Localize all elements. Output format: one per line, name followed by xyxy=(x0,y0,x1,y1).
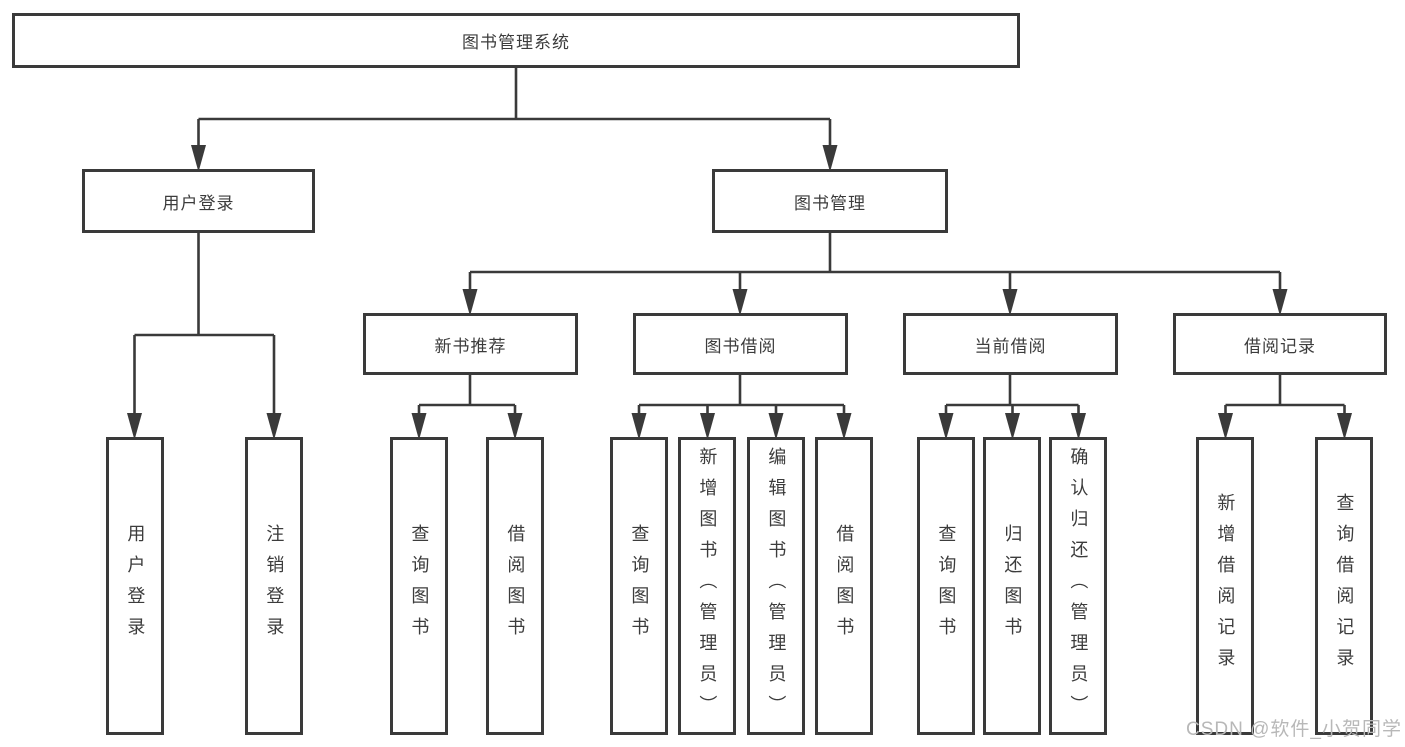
node-book-management-label: 图书管理 xyxy=(794,193,866,213)
leaf-confirm-return-admin: 确认归还（管理员） xyxy=(1049,437,1107,735)
leaf-current-query-book-label: 查询图书 xyxy=(936,524,957,648)
leaf-logout: 注销登录 xyxy=(245,437,303,735)
leaf-user-login: 用户登录 xyxy=(106,437,164,735)
node-borrow-record: 借阅记录 xyxy=(1173,313,1387,375)
node-current-borrow-label: 当前借阅 xyxy=(974,336,1047,356)
node-new-book-recommend-label: 新书推荐 xyxy=(434,336,507,356)
leaf-query-borrow-record: 查询借阅记录 xyxy=(1315,437,1373,735)
node-user-login: 用户登录 xyxy=(82,169,315,233)
leaf-edit-book-admin: 编辑图书（管理员） xyxy=(747,437,805,735)
leaf-borrow-query-book-label: 查询图书 xyxy=(629,524,650,648)
leaf-recommend-query-book: 查询图书 xyxy=(390,437,448,735)
leaf-confirm-return-admin-label: 确认归还（管理员） xyxy=(1068,446,1089,726)
leaf-add-book-admin: 新增图书（管理员） xyxy=(678,437,736,735)
leaf-recommend-borrow-book-label: 借阅图书 xyxy=(505,524,526,648)
node-user-login-label: 用户登录 xyxy=(162,193,235,213)
leaf-current-query-book: 查询图书 xyxy=(917,437,975,735)
node-book-management: 图书管理 xyxy=(712,169,948,233)
node-book-borrow: 图书借阅 xyxy=(633,313,848,375)
node-current-borrow: 当前借阅 xyxy=(903,313,1118,375)
leaf-edit-book-admin-label: 编辑图书（管理员） xyxy=(766,446,787,726)
leaf-return-book: 归还图书 xyxy=(983,437,1041,735)
leaf-borrow-book: 借阅图书 xyxy=(815,437,873,735)
leaf-add-borrow-record-label: 新增借阅记录 xyxy=(1215,493,1236,679)
leaf-add-borrow-record: 新增借阅记录 xyxy=(1196,437,1254,735)
leaf-return-book-label: 归还图书 xyxy=(1002,524,1023,648)
leaf-logout-label: 注销登录 xyxy=(264,524,285,648)
node-root: 图书管理系统 xyxy=(12,13,1020,68)
node-new-book-recommend: 新书推荐 xyxy=(363,313,578,375)
leaf-recommend-query-book-label: 查询图书 xyxy=(409,524,430,648)
leaf-add-book-admin-label: 新增图书（管理员） xyxy=(697,446,718,726)
leaf-user-login-label: 用户登录 xyxy=(125,524,146,648)
node-borrow-record-label: 借阅记录 xyxy=(1244,336,1316,356)
leaf-borrow-query-book: 查询图书 xyxy=(610,437,668,735)
arrowhead-icons xyxy=(127,145,1352,440)
leaf-query-borrow-record-label: 查询借阅记录 xyxy=(1334,493,1355,679)
node-root-label: 图书管理系统 xyxy=(462,33,570,52)
leaf-borrow-book-label: 借阅图书 xyxy=(834,524,855,648)
leaf-recommend-borrow-book: 借阅图书 xyxy=(486,437,544,735)
node-book-borrow-label: 图书借阅 xyxy=(704,336,777,356)
csdn-watermark: CSDN @软件_小贺同学 xyxy=(1186,719,1402,740)
